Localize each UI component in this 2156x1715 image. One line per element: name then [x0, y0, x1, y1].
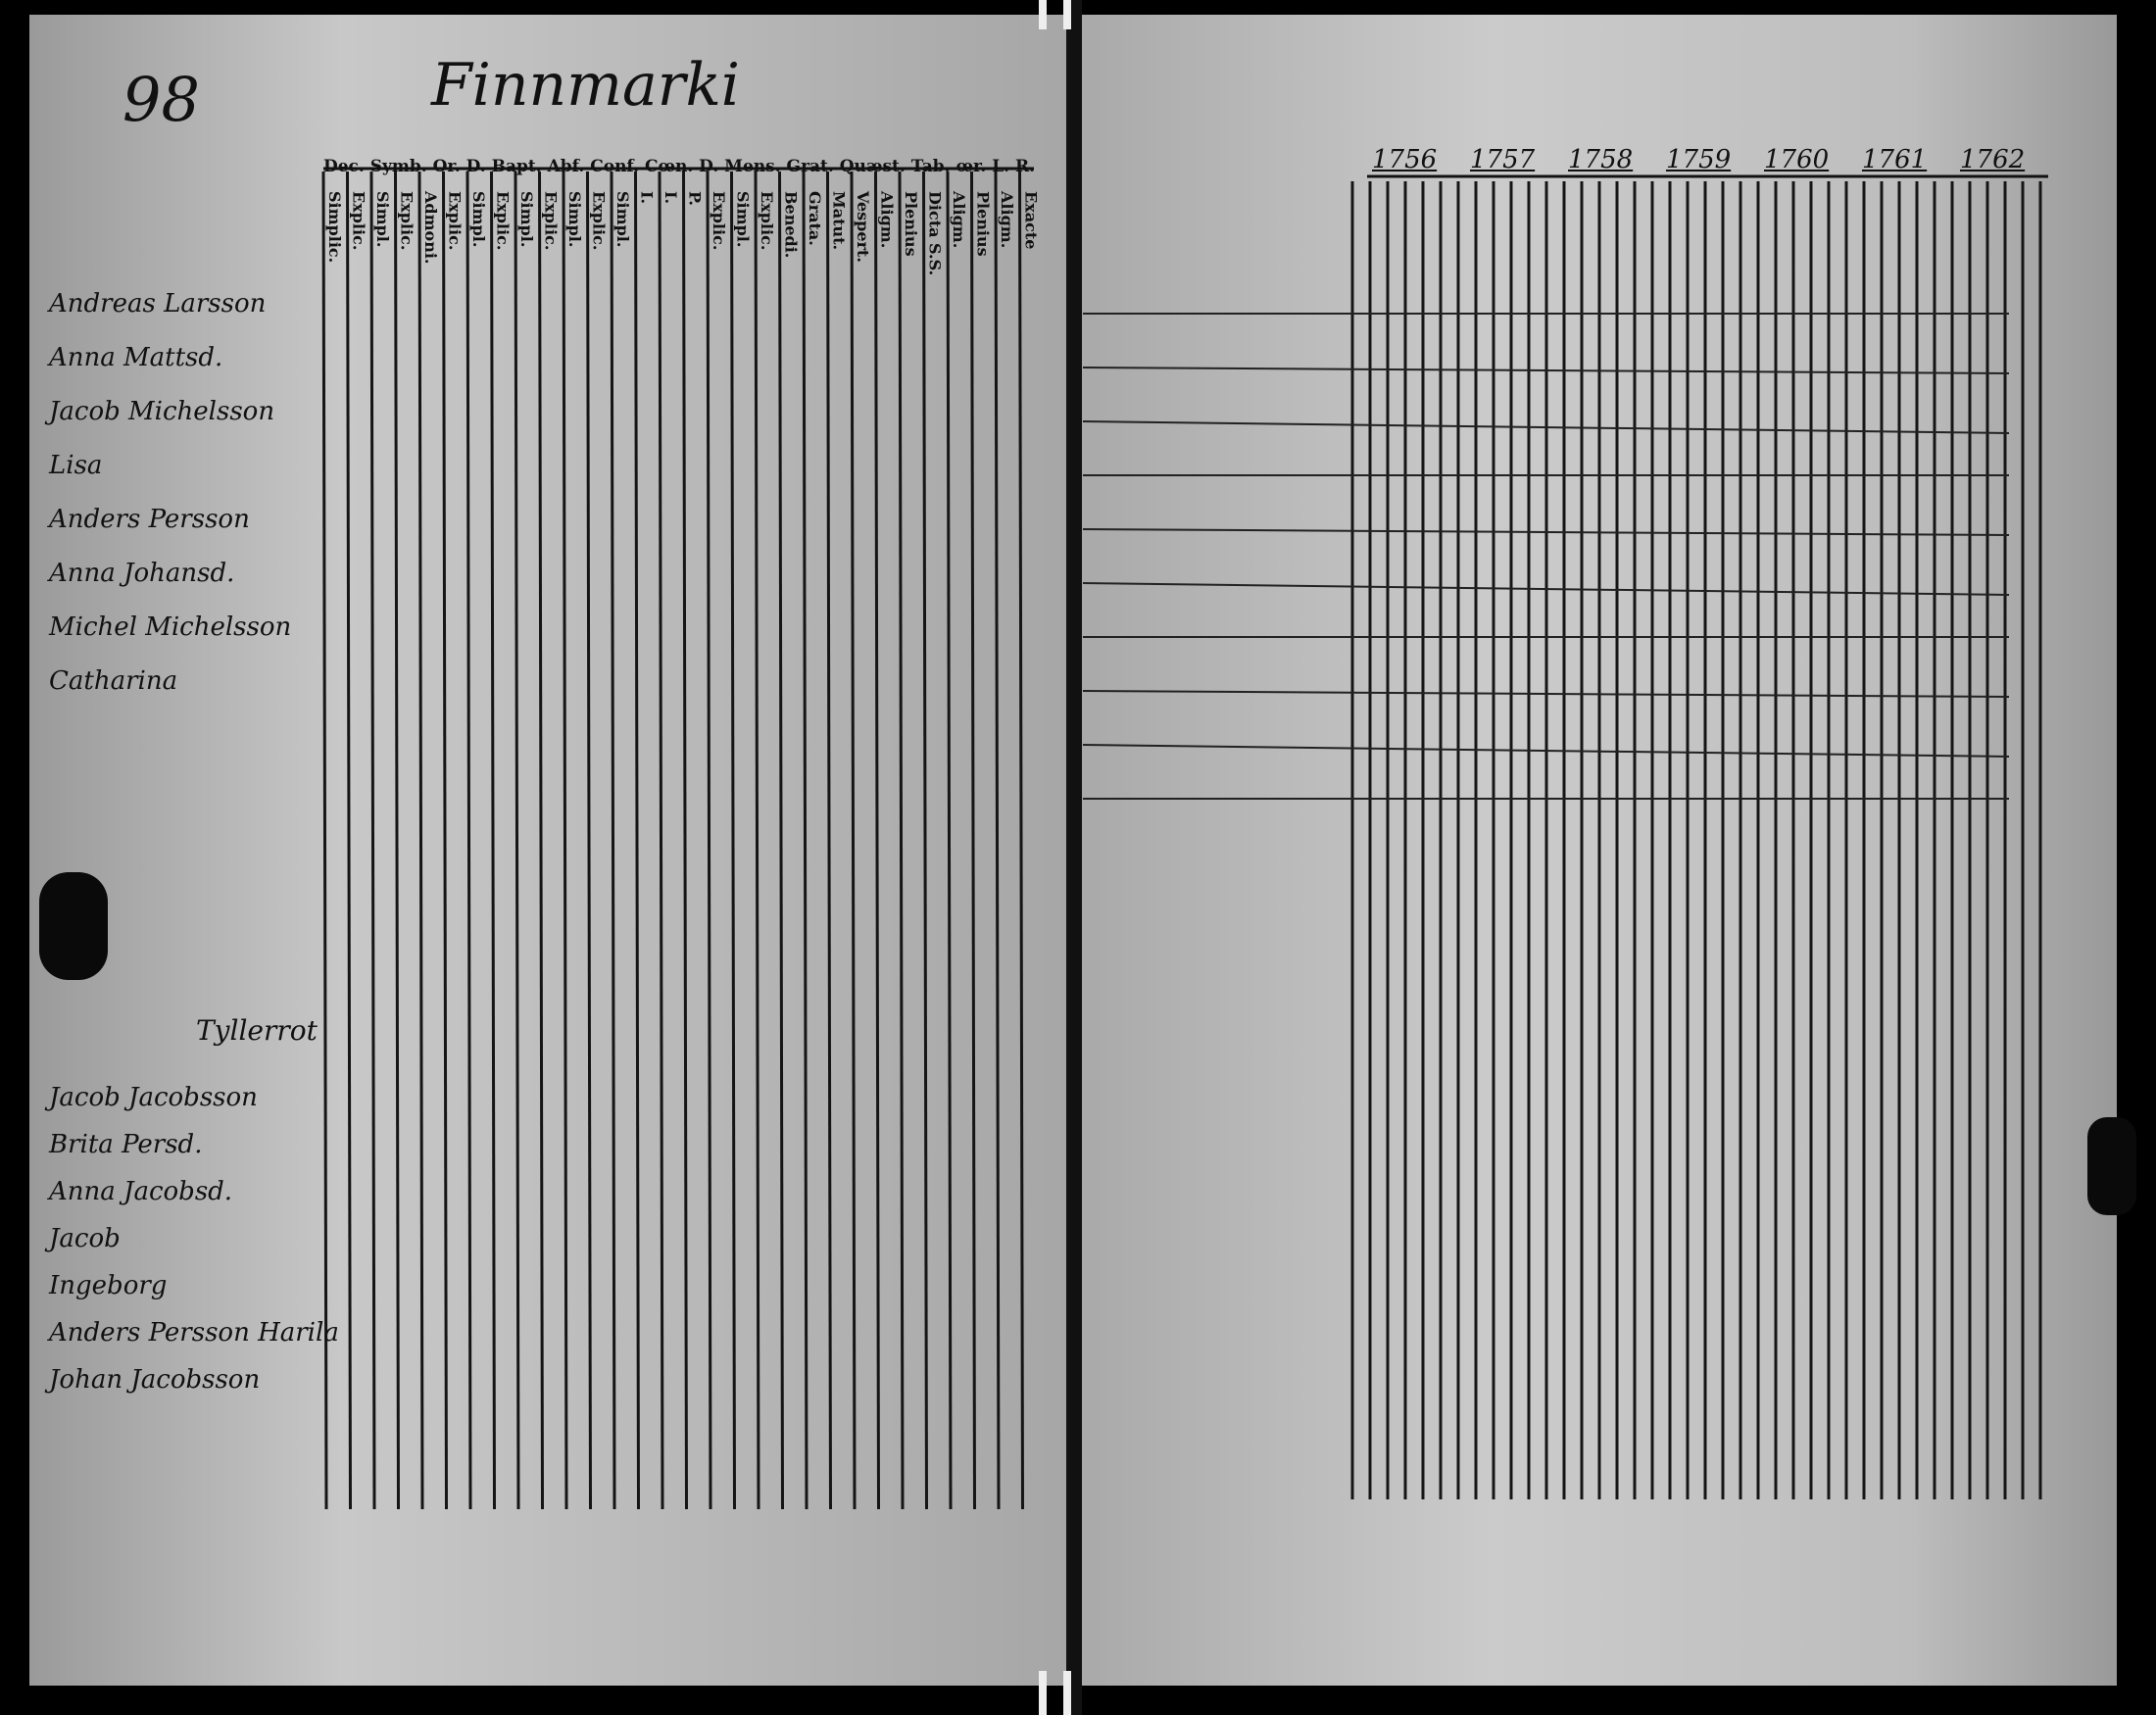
column-rule: [610, 171, 616, 1510]
register-entry: Lisa: [49, 451, 103, 480]
column-subheader: Simpl.: [373, 191, 392, 248]
column-subheader: Benedi.: [781, 191, 801, 259]
year-header: 1762: [1960, 145, 2026, 174]
book-gutter: [1066, 0, 1082, 1715]
column-subheader: Explic.: [589, 191, 609, 251]
column-rule: [754, 171, 760, 1510]
register-entry: Catharina: [49, 666, 178, 696]
column-rule: [514, 171, 520, 1510]
year-header: 1758: [1568, 145, 1634, 174]
column-rule: [682, 171, 688, 1510]
year-header: 1761: [1862, 145, 1928, 174]
year-header: 1757: [1470, 145, 1536, 174]
register-entry: Brita Persd.: [49, 1130, 203, 1159]
column-subheader: Explic.: [445, 191, 465, 251]
column-rule: [874, 171, 880, 1510]
year-header: 1759: [1666, 145, 1732, 174]
column-subheader: Grata.: [806, 191, 824, 246]
register-entry: Jacob: [49, 1224, 121, 1253]
column-subheader: Explic.: [349, 191, 368, 251]
column-subheader: Simpl.: [613, 191, 632, 248]
column-rule: [970, 171, 976, 1510]
column-subheader: Vespert.: [854, 191, 872, 263]
register-entry: Michel Michelsson: [49, 612, 292, 642]
register-entry: Johan Jacobsson: [49, 1365, 261, 1395]
binding-clip-top: [1039, 0, 1047, 29]
column-rule: [778, 171, 784, 1510]
column-rule: [826, 171, 832, 1510]
register-entry: Anna Mattsd.: [49, 343, 223, 372]
column-subheader: Explic.: [541, 191, 561, 251]
year-header: 1760: [1764, 145, 1830, 174]
column-subheader: Aligm.: [998, 191, 1016, 249]
binding-clip-top-2: [1063, 0, 1071, 29]
column-rule: [417, 171, 424, 1510]
column-rule: [658, 171, 664, 1510]
column-subheader: Admoni.: [421, 191, 440, 265]
column-subheader: Explic.: [710, 191, 728, 251]
register-entry: Andreas Larsson: [49, 289, 267, 318]
column-subheader: Simpl.: [469, 191, 488, 248]
column-subheader: Simpl.: [517, 191, 536, 248]
binding-clip-bottom-2: [1063, 1671, 1071, 1715]
column-subheader: Aligm.: [877, 191, 897, 249]
page-number: 98: [122, 64, 200, 135]
row-rule: [1082, 367, 2010, 374]
register-entry: Anna Jacobsd.: [49, 1177, 233, 1206]
column-subheader: Matut.: [829, 191, 849, 251]
column-rule: [706, 171, 712, 1510]
parish-heading: Finnmarki: [431, 51, 740, 120]
register-entry: Anders Persson: [49, 505, 250, 534]
column-rule: [321, 171, 328, 1510]
column-rule: [369, 171, 376, 1510]
right-page: [1078, 15, 2117, 1686]
register-entry: Jacob Michelsson: [49, 397, 275, 426]
binding-clip-bottom: [1039, 1671, 1047, 1715]
column-subheader: Explic.: [758, 191, 776, 251]
register-entry: Anders Persson Harila: [49, 1318, 339, 1348]
column-rule: [994, 171, 1001, 1510]
column-rule: [922, 171, 928, 1510]
row-rule: [1082, 420, 2010, 434]
column-subheader: I.: [637, 191, 657, 205]
column-subheader: Plenius: [973, 191, 993, 257]
column-rule: [466, 171, 472, 1510]
printed-column-header: Dec. Symb. Or. D. Bapt. Abf. Conf. Cœn. …: [323, 157, 1036, 176]
row-rule: [1082, 690, 2010, 698]
column-subheader: P.: [685, 191, 705, 206]
column-rule: [946, 171, 953, 1510]
column-rule: [634, 171, 640, 1510]
register-entry: Jacob Jacobsson: [49, 1083, 258, 1112]
register-entry: Ingeborg: [49, 1271, 168, 1300]
section-label: Tyllerrot: [196, 1014, 318, 1047]
row-rule: [1082, 744, 2010, 758]
year-header: 1756: [1372, 145, 1438, 174]
column-rule: [538, 171, 544, 1510]
column-rule: [490, 171, 496, 1510]
column-rule: [586, 171, 592, 1510]
column-rule: [442, 171, 448, 1510]
column-subheader: Dicta S.S.: [925, 191, 945, 276]
row-rule: [1082, 528, 2010, 536]
column-rule: [562, 171, 568, 1510]
row-rule: [1082, 582, 2010, 596]
column-rule: [802, 171, 808, 1510]
column-rule: [394, 171, 400, 1510]
column-rule: [730, 171, 736, 1510]
column-subheader: I.: [662, 191, 680, 205]
column-rule: [850, 171, 857, 1510]
column-subheader: Exacte: [1021, 191, 1041, 250]
column-rule: [346, 171, 352, 1510]
column-rule: [898, 171, 905, 1510]
column-subheader: Aligm.: [950, 191, 968, 249]
column-subheader: Simpl.: [565, 191, 584, 248]
column-subheader: Simplic.: [325, 191, 344, 264]
column-subheader: Plenius: [902, 191, 920, 257]
register-entry: Anna Johansd.: [49, 559, 235, 588]
column-subheader: Explic.: [493, 191, 513, 251]
column-subheader: Simpl.: [733, 191, 753, 248]
column-rule: [1018, 171, 1024, 1510]
column-subheader: Explic.: [397, 191, 416, 251]
